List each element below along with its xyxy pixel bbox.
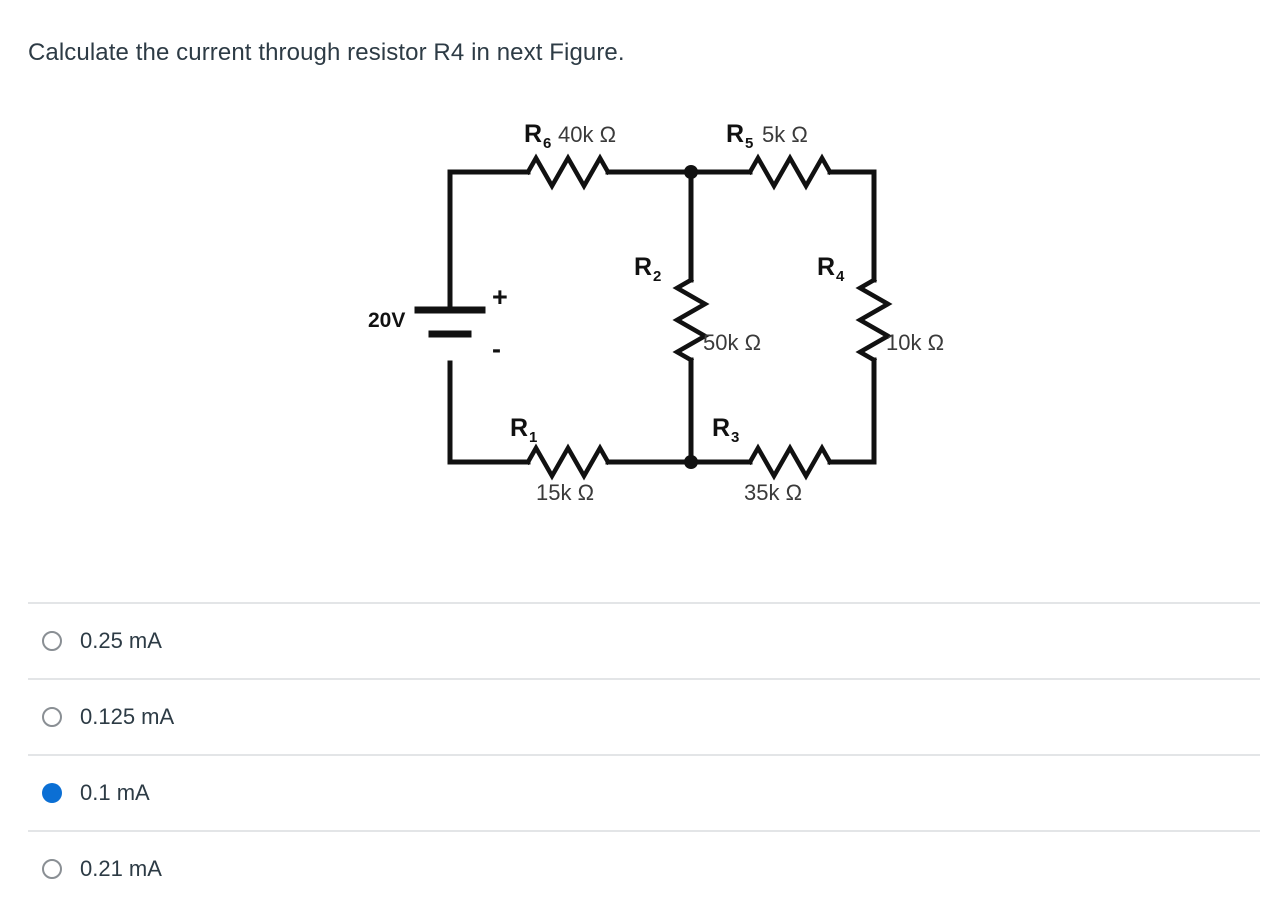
resistor-r2-value: 50k Ω [703,330,761,355]
resistor-r6-name: R [524,120,542,148]
resistor-r4-subscript: 4 [836,268,845,285]
junction-dot-bottom [684,455,698,469]
answer-option-label-4: 0.21 mA [80,856,162,881]
resistor-r6-subscript: 6 [543,135,551,152]
answer-option-row-2[interactable]: 0.125 mA [28,678,1260,754]
resistor-r6-value: 40k Ω [558,122,616,147]
radio-button-1[interactable] [42,631,62,651]
resistor-r6-zigzag [524,153,612,191]
resistor-r5-subscript: 5 [745,135,753,152]
radio-button-4[interactable] [42,859,62,879]
radio-button-2[interactable] [42,707,62,727]
resistor-r5-zigzag [746,153,834,191]
answer-option-label-1: 0.25 mA [80,628,162,653]
voltage-source-label: 20V [368,309,405,332]
answer-option-row-3[interactable]: 0.1 mA [28,754,1260,830]
resistor-r2-subscript: 2 [653,268,661,285]
resistor-r1-value: 15k Ω [536,480,594,505]
resistor-r2-name: R [634,253,652,281]
resistor-r5-name: R [726,120,744,148]
answer-options-list: 0.25 mA 0.125 mA 0.1 mA 0.21 mA [0,602,1288,906]
resistor-r4-value: 10k Ω [886,330,944,355]
answer-option-label-3: 0.1 mA [80,780,150,805]
resistor-r3-name: R [712,414,730,442]
battery-minus-sign: - [492,334,501,364]
resistor-r3-subscript: 3 [731,429,739,446]
radio-button-3[interactable] [42,783,62,803]
battery-plus-sign: + [492,282,508,312]
resistor-r3-zigzag [746,443,834,481]
answer-option-row-4[interactable]: 0.21 mA [28,830,1260,906]
circuit-schematic-svg: R 6 40k Ω R 5 5k Ω R 2 50k Ω R 4 10k Ω R… [368,120,944,505]
resistor-r2-zigzag [672,276,710,364]
resistor-r4-zigzag [855,276,893,364]
resistor-r5-value: 5k Ω [762,122,808,147]
resistor-r3-value: 35k Ω [744,480,802,505]
resistor-r1-zigzag [524,443,612,481]
circuit-diagram-figure: R 6 40k Ω R 5 5k Ω R 2 50k Ω R 4 10k Ω R… [340,110,980,510]
resistor-r1-name: R [510,414,528,442]
answer-option-row-1[interactable]: 0.25 mA [28,602,1260,678]
question-prompt: Calculate the current through resistor R… [28,39,625,66]
resistor-r4-name: R [817,253,835,281]
answer-option-label-2: 0.125 mA [80,704,175,729]
junction-dot-top [684,165,698,179]
resistor-r1-subscript: 1 [529,429,537,446]
